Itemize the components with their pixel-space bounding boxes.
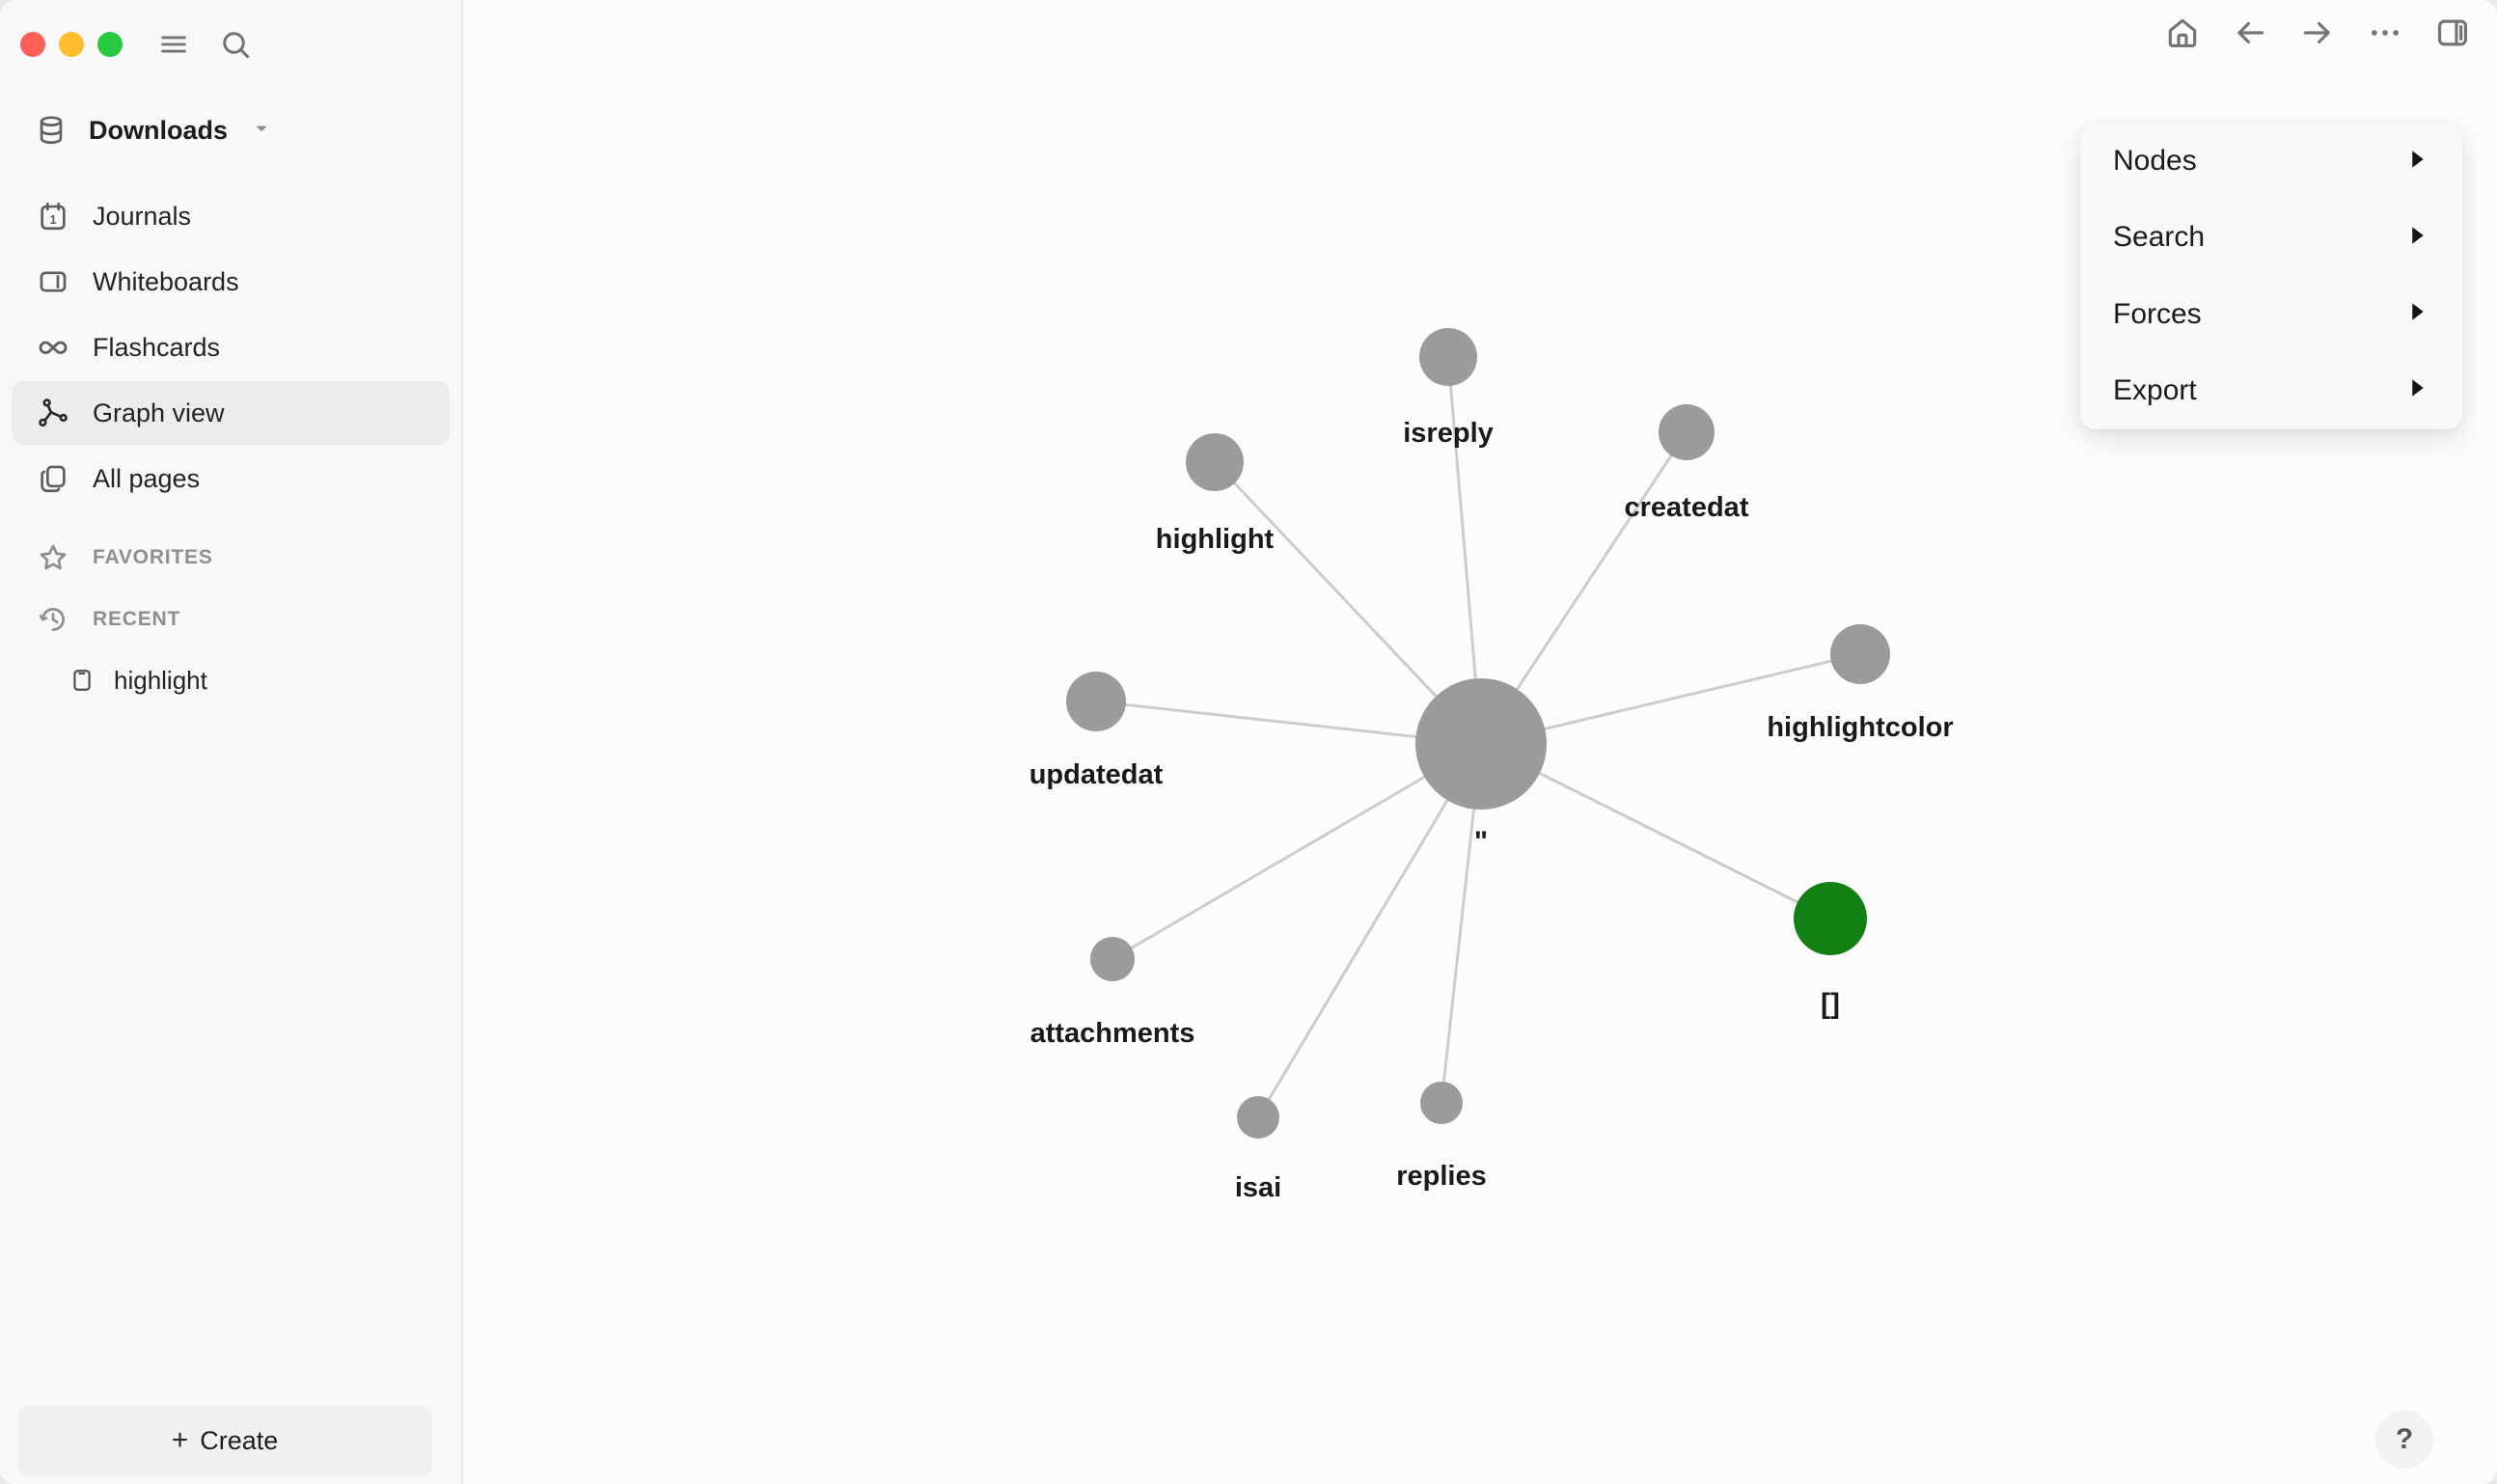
graph-node[interactable] bbox=[1794, 882, 1867, 955]
graph-edge bbox=[1111, 742, 1482, 961]
home-icon[interactable] bbox=[2163, 14, 2202, 52]
menu-item-export[interactable]: Export bbox=[2080, 353, 2462, 428]
graph-node[interactable] bbox=[1419, 328, 1477, 386]
menu-item-nodes[interactable]: Nodes bbox=[2080, 124, 2462, 199]
sidebar-sections: FAVORITES RECENT bbox=[12, 527, 450, 650]
graph-node[interactable] bbox=[1090, 937, 1135, 981]
graph-node[interactable] bbox=[1186, 433, 1244, 491]
graph-node-label: " bbox=[1474, 826, 1488, 858]
sidebar-item-label: Graph view bbox=[93, 398, 225, 427]
more-options-icon[interactable] bbox=[2366, 14, 2404, 52]
sidebar-item-whiteboards[interactable]: Whiteboards bbox=[12, 250, 450, 314]
toolbar bbox=[2163, 14, 2472, 52]
graph-node-label: replies bbox=[1396, 1161, 1487, 1192]
sidebar-item-all-pages[interactable]: All pages bbox=[12, 447, 450, 510]
sidebar-section-favorites[interactable]: FAVORITES bbox=[12, 527, 450, 589]
svg-text:1: 1 bbox=[49, 212, 56, 227]
help-button-label: ? bbox=[2395, 1423, 2414, 1455]
graph-node[interactable] bbox=[1659, 404, 1715, 460]
graph-settings-menu: Nodes Search Forces Export bbox=[2080, 123, 2462, 429]
sidebar-nav: 1 Journals Whiteboards bbox=[12, 184, 450, 512]
graph-node[interactable] bbox=[1237, 1096, 1279, 1139]
submenu-arrow-icon bbox=[2410, 226, 2426, 250]
create-button[interactable]: + Create bbox=[17, 1405, 432, 1476]
graph-node-label: createdat bbox=[1625, 492, 1749, 523]
toggle-right-panel-icon[interactable] bbox=[2433, 14, 2472, 52]
calendar-icon: 1 bbox=[35, 198, 71, 234]
graph-node[interactable] bbox=[1420, 1082, 1463, 1124]
graph-node-label: isreply bbox=[1403, 418, 1494, 449]
graph-node[interactable] bbox=[1066, 672, 1126, 731]
graph-node[interactable] bbox=[1415, 678, 1547, 810]
infinity-icon bbox=[35, 329, 71, 366]
graph-node-label: highlight bbox=[1156, 524, 1275, 555]
graph-node-label: isai bbox=[1235, 1172, 1281, 1203]
sidebar-item-graph-view[interactable]: Graph view bbox=[12, 381, 450, 445]
zoom-window-button[interactable] bbox=[97, 32, 123, 57]
history-clock-icon bbox=[35, 601, 71, 638]
plus-icon: + bbox=[171, 1424, 189, 1456]
database-icon bbox=[33, 112, 69, 149]
help-button[interactable]: ? bbox=[2375, 1411, 2433, 1469]
submenu-arrow-icon bbox=[2410, 378, 2426, 402]
menu-item-label: Forces bbox=[2113, 297, 2202, 330]
graph-view-canvas-area: " isreply createdat highlight highlightcolor… bbox=[465, 0, 2497, 1484]
graph-node[interactable] bbox=[1830, 624, 1890, 684]
minimize-window-button[interactable] bbox=[59, 32, 84, 57]
page-icon bbox=[68, 666, 96, 695]
pages-icon bbox=[35, 460, 71, 497]
section-label: RECENT bbox=[93, 608, 181, 630]
graph-edge bbox=[1256, 743, 1483, 1118]
sidebar-item-label: Journals bbox=[93, 201, 192, 231]
sidebar-header bbox=[0, 0, 461, 89]
whiteboard-icon bbox=[35, 263, 71, 300]
chevron-down-icon bbox=[251, 118, 272, 144]
sidebar-item-label: Flashcards bbox=[93, 332, 221, 362]
sidebar: Downloads 1 Journals bbox=[0, 0, 463, 1484]
submenu-arrow-icon bbox=[2410, 302, 2426, 326]
menu-item-search[interactable]: Search bbox=[2080, 200, 2462, 275]
sidebar-section-recent[interactable]: RECENT bbox=[12, 589, 450, 650]
sidebar-item-flashcards[interactable]: Flashcards bbox=[12, 316, 450, 379]
forward-arrow-icon[interactable] bbox=[2298, 14, 2337, 52]
sidebar-item-journals[interactable]: 1 Journals bbox=[12, 184, 450, 248]
graph-node-label: highlightcolor bbox=[1767, 712, 1953, 743]
recent-page-label: highlight bbox=[114, 665, 207, 695]
search-icon[interactable] bbox=[217, 26, 254, 63]
star-icon bbox=[35, 539, 71, 576]
menu-item-forces[interactable]: Forces bbox=[2080, 277, 2462, 352]
collapse-sidebar-icon[interactable] bbox=[155, 26, 192, 63]
graph-canvas[interactable]: " isreply createdat highlight highlightcolor… bbox=[465, 0, 2497, 1484]
workspace-selector[interactable]: Downloads bbox=[33, 104, 442, 156]
create-button-label: Create bbox=[200, 1425, 279, 1455]
graph-node-label: updatedat bbox=[1029, 759, 1164, 790]
menu-item-label: Export bbox=[2113, 373, 2197, 406]
submenu-arrow-icon bbox=[2410, 150, 2426, 174]
back-arrow-icon[interactable] bbox=[2231, 14, 2269, 52]
graph-node-label: attachments bbox=[1030, 1018, 1195, 1049]
close-window-button[interactable] bbox=[20, 32, 45, 57]
graph-icon bbox=[35, 395, 71, 431]
sidebar-item-label: All pages bbox=[93, 463, 201, 493]
workspace-name: Downloads bbox=[89, 115, 229, 145]
menu-item-label: Search bbox=[2113, 221, 2206, 254]
graph-node-label: [] bbox=[1821, 988, 1840, 1020]
recent-page-highlight[interactable]: highlight bbox=[12, 652, 450, 708]
section-label: FAVORITES bbox=[93, 546, 213, 568]
window-controls bbox=[20, 32, 123, 57]
menu-item-label: Nodes bbox=[2113, 145, 2197, 178]
sidebar-item-label: Whiteboards bbox=[93, 266, 239, 296]
